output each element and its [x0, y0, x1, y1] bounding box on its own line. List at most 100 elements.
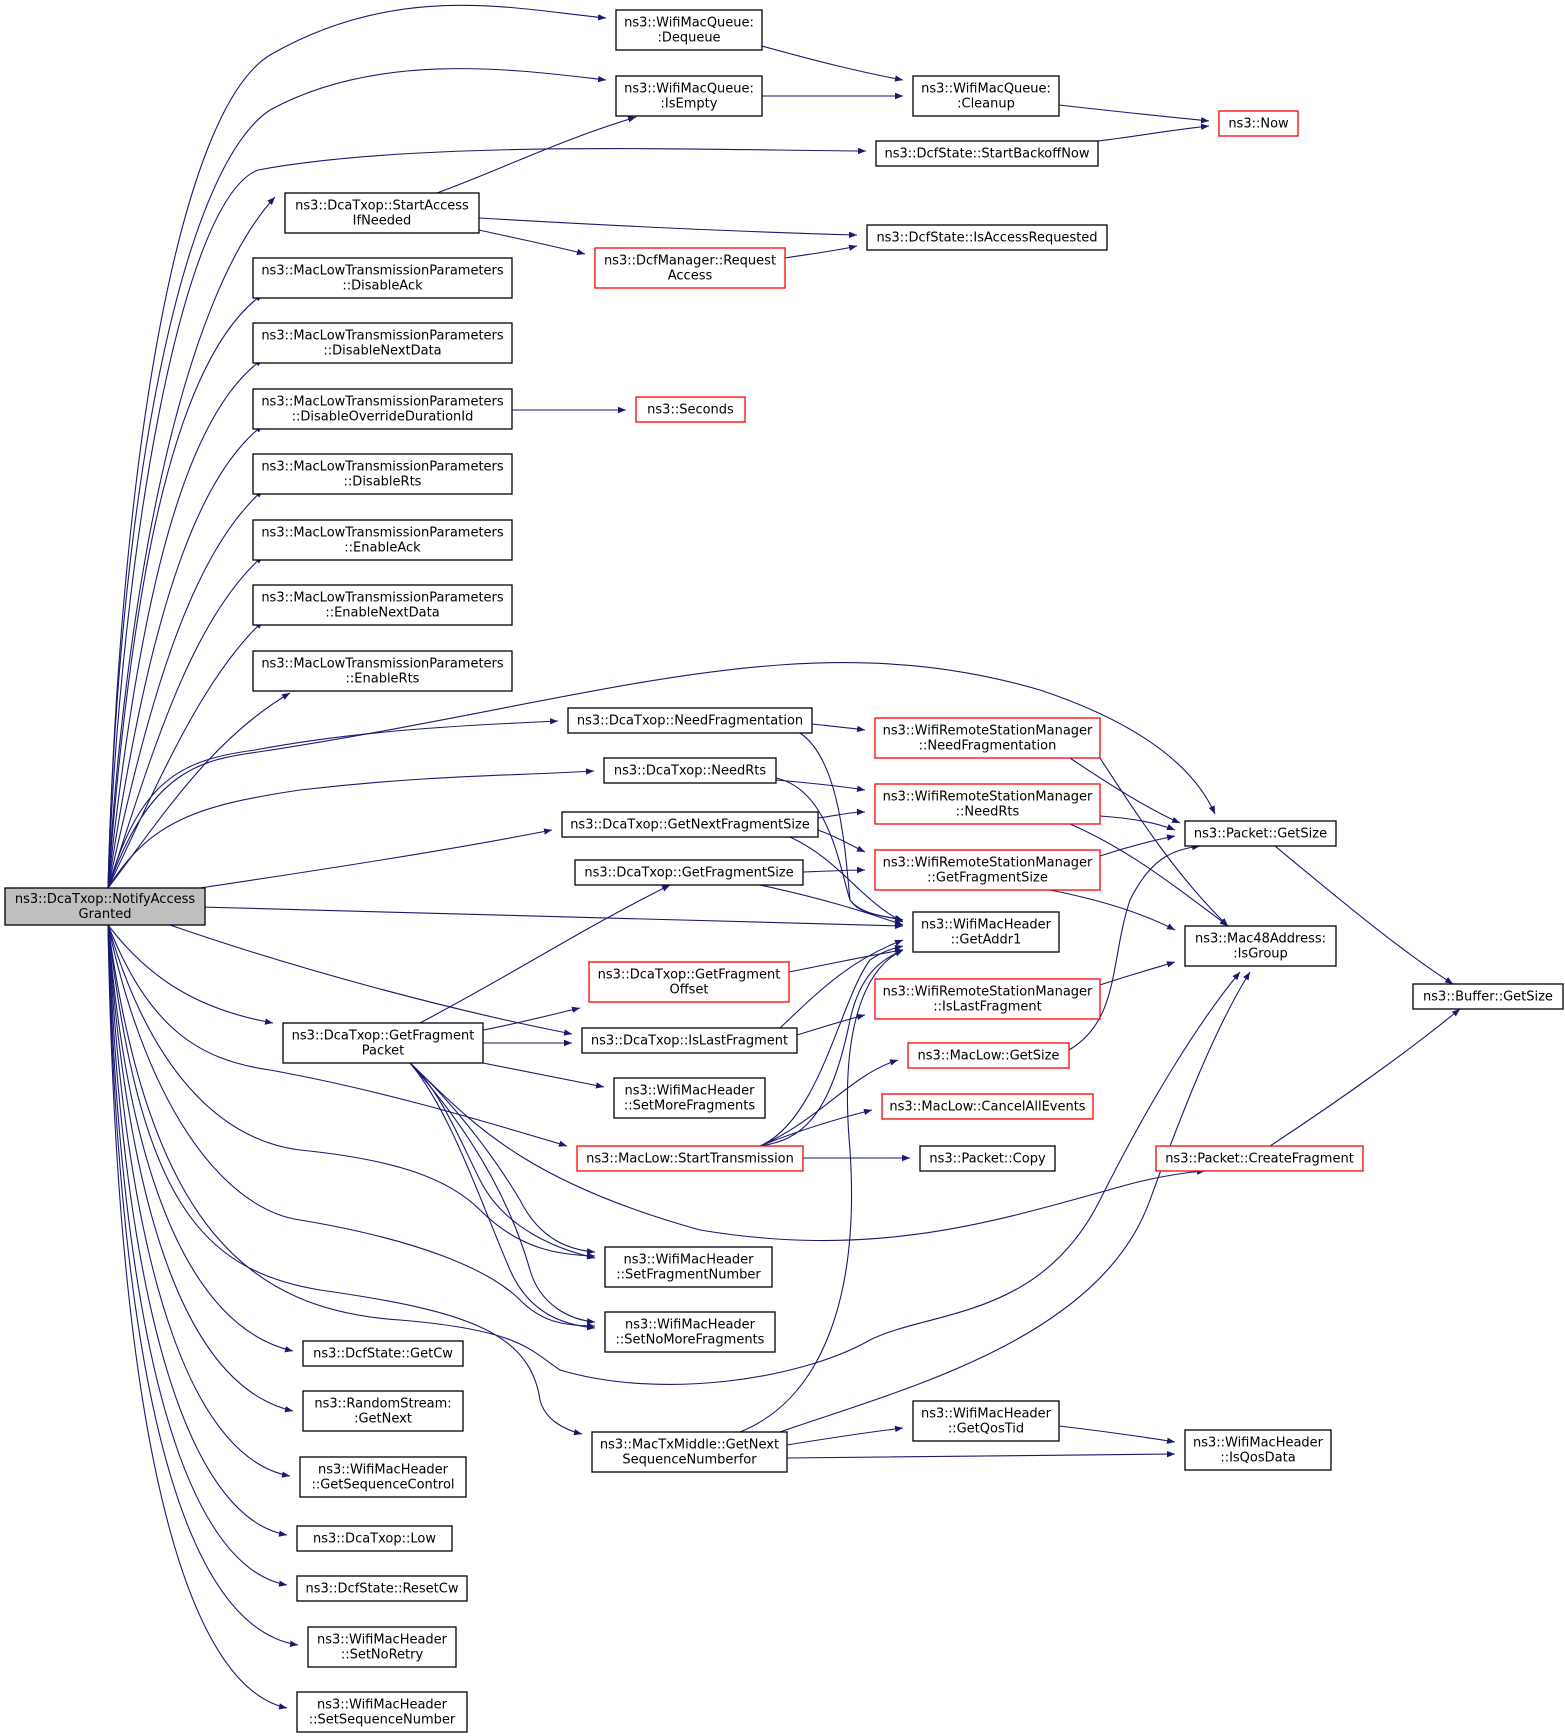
node-setnomorefrag[interactable]: ns3::WifiMacHeader::SetNoMoreFragments — [604, 1311, 776, 1353]
node-packet_getsize[interactable]: ns3::Packet::GetSize — [1184, 820, 1337, 847]
node-box[interactable] — [299, 1456, 467, 1498]
node-box[interactable] — [604, 1246, 773, 1288]
node-getnext[interactable]: ns3::RandomStream::GetNext — [302, 1390, 464, 1432]
node-box[interactable] — [252, 584, 513, 626]
node-box[interactable] — [919, 1145, 1056, 1172]
node-box[interactable] — [282, 1022, 484, 1064]
node-setfragnum[interactable]: ns3::WifiMacHeader::SetFragmentNumber — [604, 1246, 773, 1288]
node-getaddr1[interactable]: ns3::WifiMacHeader::GetAddr1 — [912, 911, 1060, 953]
node-setnoretry[interactable]: ns3::WifiMacHeader::SetNoRetry — [307, 1626, 457, 1668]
node-box[interactable] — [874, 849, 1101, 891]
node-box[interactable] — [581, 1027, 798, 1054]
node-box[interactable] — [615, 9, 763, 51]
node-maclow_getsize[interactable]: ns3::MacLow::GetSize — [907, 1042, 1070, 1069]
node-now[interactable]: ns3::Now — [1218, 110, 1299, 137]
node-box[interactable] — [591, 1431, 788, 1473]
node-getnextseq[interactable]: ns3::MacTxMiddle::GetNextSequenceNumberf… — [591, 1431, 788, 1473]
node-buffer_getsize[interactable]: ns3::Buffer::GetSize — [1412, 983, 1564, 1010]
node-getqostid[interactable]: ns3::WifiMacHeader::GetQosTid — [912, 1400, 1060, 1442]
node-box[interactable] — [874, 978, 1101, 1020]
node-box[interactable] — [252, 519, 513, 561]
node-box[interactable] — [252, 650, 513, 692]
node-box[interactable] — [635, 396, 746, 423]
node-box[interactable] — [252, 453, 513, 495]
node-isgroup[interactable]: ns3::Mac48Address::IsGroup — [1184, 925, 1337, 967]
node-starttx[interactable]: ns3::MacLow::StartTransmission — [576, 1145, 804, 1172]
node-box[interactable] — [603, 757, 777, 784]
node-resetcw[interactable]: ns3::DcfState::ResetCw — [296, 1575, 468, 1602]
node-getseqctrl[interactable]: ns3::WifiMacHeader::GetSequenceControl — [299, 1456, 467, 1498]
node-isempty[interactable]: ns3::WifiMacQueue::IsEmpty — [615, 75, 763, 117]
node-box[interactable] — [302, 1390, 464, 1432]
node-wrsm_getfragsize[interactable]: ns3::WifiRemoteStationManager::GetFragme… — [874, 849, 1101, 891]
node-box[interactable] — [866, 224, 1108, 251]
node-box[interactable] — [874, 717, 1101, 759]
node-box[interactable] — [613, 1077, 766, 1119]
node-box[interactable] — [1184, 820, 1337, 847]
node-box[interactable] — [576, 1145, 804, 1172]
node-box[interactable] — [296, 1575, 468, 1602]
node-box[interactable] — [912, 911, 1060, 953]
node-isaccessreq[interactable]: ns3::DcfState::IsAccessRequested — [866, 224, 1108, 251]
node-box[interactable] — [1184, 1429, 1332, 1471]
node-needrts[interactable]: ns3::DcaTxop::NeedRts — [603, 757, 777, 784]
node-getnextfragsize[interactable]: ns3::DcaTxop::GetNextFragmentSize — [561, 811, 819, 838]
node-box[interactable] — [1218, 110, 1299, 137]
node-seconds[interactable]: ns3::Seconds — [635, 396, 746, 423]
node-wrsm_islastfrag[interactable]: ns3::WifiRemoteStationManager::IsLastFra… — [874, 978, 1101, 1020]
node-islastfrag[interactable]: ns3::DcaTxop::IsLastFragment — [581, 1027, 798, 1054]
node-setseqnum[interactable]: ns3::WifiMacHeader::SetSequenceNumber — [296, 1691, 468, 1733]
node-box[interactable] — [874, 783, 1101, 825]
node-box[interactable] — [907, 1042, 1070, 1069]
node-packet_copy[interactable]: ns3::Packet::Copy — [919, 1145, 1056, 1172]
node-box[interactable] — [296, 1691, 468, 1733]
node-wrsm_needrts[interactable]: ns3::WifiRemoteStationManager::NeedRts — [874, 783, 1101, 825]
node-box[interactable] — [284, 192, 480, 234]
node-box[interactable] — [588, 961, 790, 1003]
node-box[interactable] — [307, 1626, 457, 1668]
node-box[interactable] — [1412, 983, 1564, 1010]
node-disableack[interactable]: ns3::MacLowTransmissionParameters::Disab… — [252, 257, 513, 299]
node-box[interactable] — [561, 811, 819, 838]
node-enablerts[interactable]: ns3::MacLowTransmissionParameters::Enabl… — [252, 650, 513, 692]
node-setmorefrag[interactable]: ns3::WifiMacHeader::SetMoreFragments — [613, 1077, 766, 1119]
node-createfrag[interactable]: ns3::Packet::CreateFragment — [1155, 1145, 1364, 1172]
node-getcw[interactable]: ns3::DcfState::GetCw — [302, 1340, 464, 1367]
node-box[interactable] — [296, 1525, 453, 1552]
node-dequeue[interactable]: ns3::WifiMacQueue::Dequeue — [615, 9, 763, 51]
node-wrsm_needfrag[interactable]: ns3::WifiRemoteStationManager::NeedFragm… — [874, 717, 1101, 759]
node-disableoverride[interactable]: ns3::MacLowTransmissionParameters::Disab… — [252, 388, 513, 430]
node-getfragsize[interactable]: ns3::DcaTxop::GetFragmentSize — [574, 859, 804, 886]
node-box[interactable] — [252, 388, 513, 430]
node-low[interactable]: ns3::DcaTxop::Low — [296, 1525, 453, 1552]
node-cleanup[interactable]: ns3::WifiMacQueue::Cleanup — [912, 75, 1060, 117]
node-box[interactable] — [594, 247, 786, 289]
node-box[interactable] — [252, 257, 513, 299]
node-isqosdata[interactable]: ns3::WifiMacHeader::IsQosData — [1184, 1429, 1332, 1471]
node-box[interactable] — [4, 887, 206, 926]
node-cancelall[interactable]: ns3::MacLow::CancelAllEvents — [881, 1093, 1094, 1120]
node-disablerts[interactable]: ns3::MacLowTransmissionParameters::Disab… — [252, 453, 513, 495]
node-enablenextdata[interactable]: ns3::MacLowTransmissionParameters::Enabl… — [252, 584, 513, 626]
node-box[interactable] — [912, 75, 1060, 117]
node-startbackoff[interactable]: ns3::DcfState::StartBackoffNow — [875, 140, 1099, 167]
node-box[interactable] — [912, 1400, 1060, 1442]
node-box[interactable] — [574, 859, 804, 886]
node-box[interactable] — [1184, 925, 1337, 967]
node-box[interactable] — [615, 75, 763, 117]
node-box[interactable] — [1155, 1145, 1364, 1172]
node-box[interactable] — [252, 322, 513, 364]
node-box[interactable] — [302, 1340, 464, 1367]
node-box[interactable] — [567, 707, 813, 734]
node-enableack[interactable]: ns3::MacLowTransmissionParameters::Enabl… — [252, 519, 513, 561]
node-box[interactable] — [604, 1311, 776, 1353]
node-needfrag[interactable]: ns3::DcaTxop::NeedFragmentation — [567, 707, 813, 734]
node-disablenextdata[interactable]: ns3::MacLowTransmissionParameters::Disab… — [252, 322, 513, 364]
node-box[interactable] — [881, 1093, 1094, 1120]
node-box[interactable] — [875, 140, 1099, 167]
